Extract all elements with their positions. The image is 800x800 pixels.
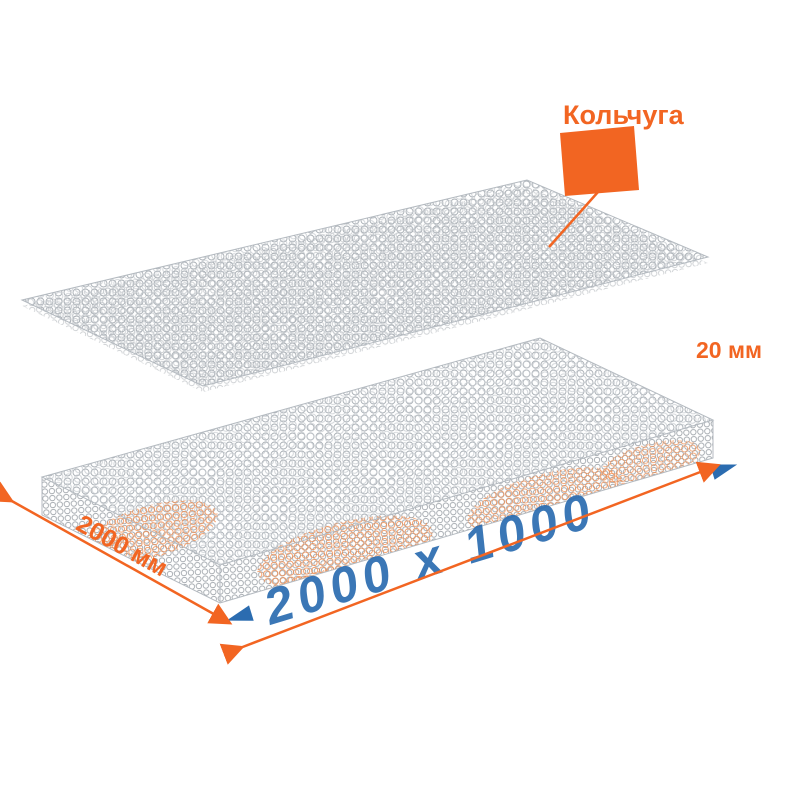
length-dimension-line	[0, 481, 233, 625]
dimension-lines	[0, 461, 721, 665]
top-mesh-outline	[20, 179, 710, 387]
callout-box	[560, 126, 639, 196]
callout-pointer-line	[548, 191, 599, 248]
callout-label: Кольчуга	[563, 100, 685, 130]
thickness-dimension-label: 20 мм	[696, 337, 762, 363]
top-mesh-layer	[20, 179, 710, 392]
callout: Кольчуга	[548, 100, 685, 248]
watermark-arrow-left-icon	[226, 605, 254, 621]
top-mesh-moire	[22, 180, 708, 386]
watermark-arrow-right-icon	[709, 464, 738, 480]
width-dimension-line	[219, 461, 721, 665]
